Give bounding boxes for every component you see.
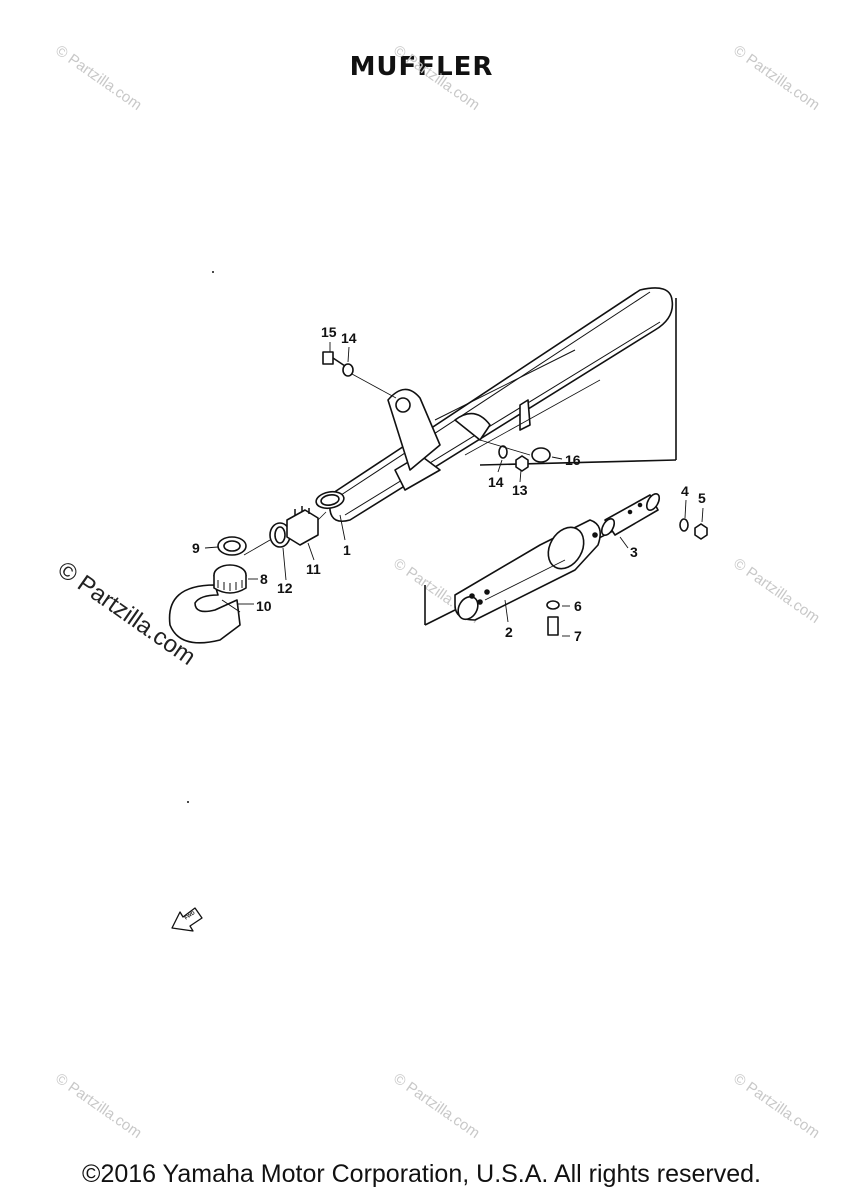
- washer-14-top: [342, 363, 354, 377]
- callout-3: 3: [630, 544, 638, 560]
- callout-12: 12: [277, 580, 293, 596]
- grommet-16: [531, 447, 551, 463]
- exhaust-pipe-10: [168, 584, 241, 644]
- fwd-label: FWD: [184, 910, 197, 922]
- silencer-tube: [454, 519, 601, 621]
- callout-6: 6: [574, 598, 582, 614]
- bolt-15: [322, 351, 346, 367]
- callout-7: 7: [574, 628, 582, 644]
- forward-arrow-icon: [171, 907, 203, 932]
- callout-15: 15: [321, 324, 337, 340]
- callout-1: 1: [343, 542, 351, 558]
- callout-4: 4: [681, 483, 689, 499]
- gasket-9: [217, 536, 247, 556]
- diagram-title: MUFFLER: [349, 52, 494, 82]
- callout-8: 8: [260, 571, 268, 587]
- end-pipe: [600, 493, 661, 536]
- callout-16: 16: [565, 452, 581, 468]
- washer-4: [679, 518, 689, 532]
- callout-11: 11: [306, 561, 321, 577]
- gasket-12: [269, 522, 291, 548]
- callout-9: 9: [192, 540, 200, 556]
- joint-11: [286, 506, 319, 546]
- washer-14-right: [498, 445, 508, 459]
- nut-13: [515, 455, 529, 472]
- callout-5: 5: [698, 490, 706, 506]
- nut-5: [694, 523, 708, 540]
- ring-nut-8: [213, 564, 247, 594]
- callout-10: 10: [256, 598, 272, 614]
- copyright-footer: ©2016 Yamaha Motor Corporation, U.S.A. A…: [82, 1160, 761, 1188]
- callout-14-top: 14: [341, 330, 357, 346]
- callout-2: 2: [505, 624, 513, 640]
- washer-6: [546, 600, 560, 610]
- bolt-7: [547, 616, 559, 636]
- callout-14: 14: [488, 474, 504, 490]
- callout-13: 13: [512, 482, 528, 498]
